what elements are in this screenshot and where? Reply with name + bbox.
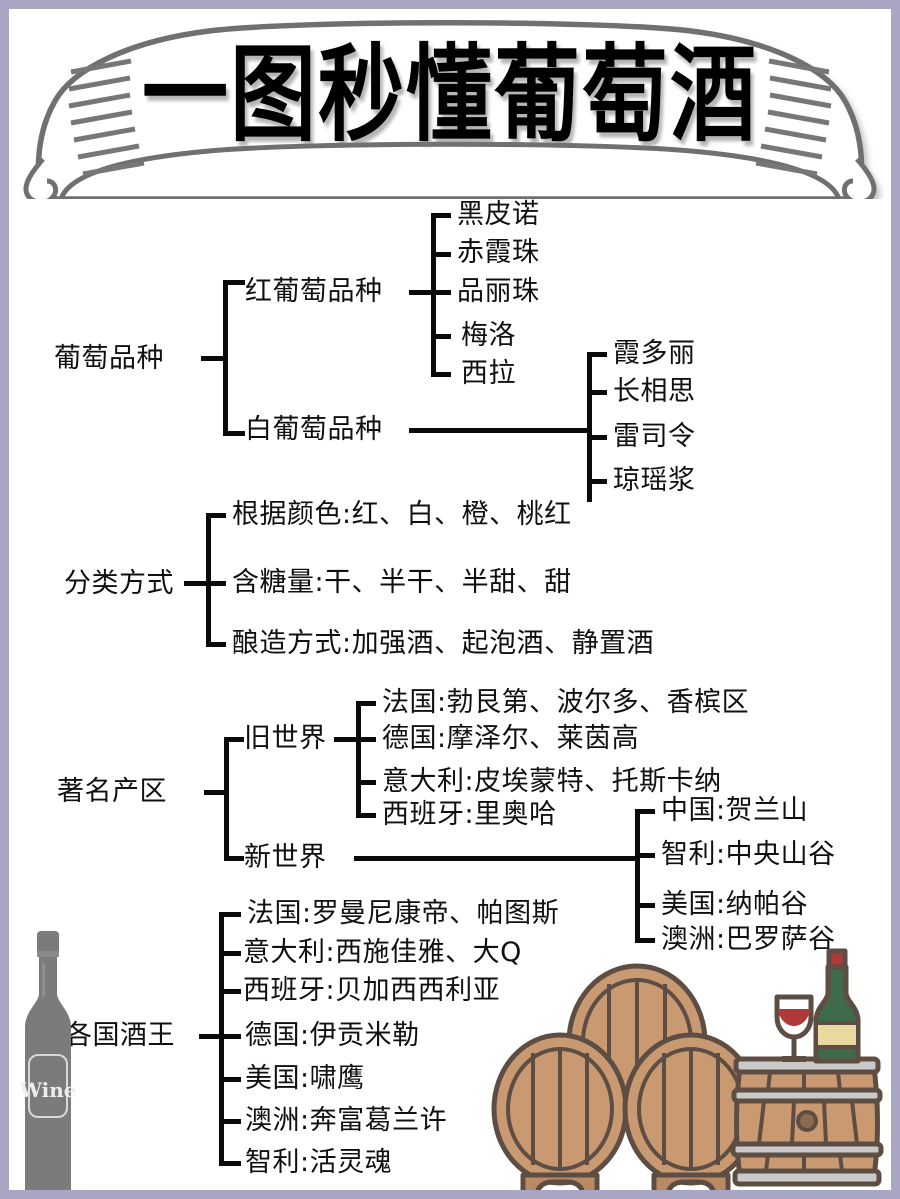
wine-glass-icon xyxy=(774,994,814,1062)
bracket-topwines-main xyxy=(219,912,224,1166)
bracket-white-main xyxy=(587,352,592,502)
bracket-topwines-i1 xyxy=(219,951,241,956)
bracket-topwines-i2 xyxy=(219,989,241,994)
leaf-new-3: 澳洲:巴罗萨谷 xyxy=(661,924,836,955)
bracket-old-i1 xyxy=(356,737,376,742)
node-white-grape-varieties: 白葡萄品种 xyxy=(245,414,383,445)
bracket-topwines-i4 xyxy=(219,1077,241,1082)
bracket-classification-i2 xyxy=(206,642,226,647)
bracket-topwines-i0 xyxy=(219,912,241,917)
bracket-new-i3 xyxy=(635,938,655,943)
bracket-regions-main xyxy=(224,737,229,861)
connector-root-grape xyxy=(201,356,227,361)
leaf-classification-2: 酿造方式:加强酒、起泡酒、静置酒 xyxy=(232,628,655,659)
wine-barrels-illustration xyxy=(491,948,884,1190)
bracket-new-main xyxy=(635,809,640,943)
bracket-regions-old xyxy=(224,737,244,742)
connector-red-grape xyxy=(409,290,435,295)
bracket-white-i1 xyxy=(587,390,607,395)
bracket-red-i4 xyxy=(431,372,451,377)
bracket-classification-main xyxy=(206,513,211,647)
banner-shape xyxy=(23,20,877,199)
barrel-standing xyxy=(730,1056,884,1187)
leaf-white-0: 霞多丽 xyxy=(613,338,696,369)
section-root-grape-varieties: 葡萄品种 xyxy=(54,343,164,374)
bracket-topwines-i5 xyxy=(219,1119,241,1124)
bracket-white-i0 xyxy=(587,352,607,357)
node-old-world: 旧世界 xyxy=(244,723,327,754)
leaf-topwine-4: 美国:啸鹰 xyxy=(245,1063,365,1094)
bracket-regions-new xyxy=(224,856,244,861)
bracket-red-i0 xyxy=(431,213,451,218)
node-new-world: 新世界 xyxy=(244,842,327,873)
bracket-old-i3 xyxy=(356,813,376,818)
barrel-front-left xyxy=(491,1032,629,1190)
wine-bottle-icon xyxy=(813,948,861,1064)
leaf-topwine-6: 智利:活灵魂 xyxy=(245,1147,393,1178)
leaf-topwine-1: 意大利:西施佳雅、大Q xyxy=(243,937,522,968)
leaf-red-0: 黑皮诺 xyxy=(457,199,540,230)
leaf-white-1: 长相思 xyxy=(613,376,696,407)
leaf-red-3: 梅洛 xyxy=(461,320,516,351)
bracket-grape-top xyxy=(223,280,245,285)
poster-canvas: 一图秒懂葡萄酒 葡萄品种 红葡萄品种 黑皮诺 赤霞珠 品丽珠 梅洛 西拉 白葡萄… xyxy=(9,9,891,1190)
leaf-new-1: 智利:中央山谷 xyxy=(661,839,836,870)
leaf-new-0: 中国:贺兰山 xyxy=(661,795,809,826)
leaf-topwine-2: 西班牙:贝加西西利亚 xyxy=(243,975,501,1006)
leaf-classification-0: 根据颜色:红、白、橙、桃红 xyxy=(232,499,572,530)
leaf-red-2: 品丽珠 xyxy=(457,276,540,307)
connector-root-top-wines xyxy=(199,1034,223,1039)
bracket-white-i3 xyxy=(587,479,607,484)
connector-new-world xyxy=(354,856,639,861)
bracket-new-i1 xyxy=(635,853,655,858)
leaf-white-2: 雷司令 xyxy=(613,421,696,452)
bracket-red-i2 xyxy=(431,290,451,295)
bracket-red-i3 xyxy=(431,334,451,339)
leaf-red-4: 西拉 xyxy=(461,358,516,389)
bracket-old-main xyxy=(356,701,361,818)
bracket-old-i2 xyxy=(356,780,376,785)
bracket-new-i2 xyxy=(635,903,655,908)
leaf-red-1: 赤霞珠 xyxy=(457,237,540,268)
page-title: 一图秒懂葡萄酒 xyxy=(142,33,758,157)
node-red-grape-varieties: 红葡萄品种 xyxy=(245,276,383,307)
section-root-famous-regions: 著名产区 xyxy=(57,776,167,807)
barrel-front-right xyxy=(622,1032,760,1190)
bracket-classification-i0 xyxy=(206,513,226,518)
bracket-red-i1 xyxy=(431,252,451,257)
bottle-label-text: Wine xyxy=(19,1078,77,1102)
leaf-old-0: 法国:勃艮第、波尔多、香槟区 xyxy=(382,687,750,718)
connector-root-regions xyxy=(204,790,228,795)
bracket-white-i2 xyxy=(587,435,607,440)
bracket-topwines-i6 xyxy=(219,1161,241,1166)
connector-white-grape xyxy=(409,428,591,433)
leaf-old-1: 德国:摩泽尔、莱茵高 xyxy=(382,723,640,754)
bracket-classification-i1 xyxy=(206,581,226,586)
connector-old-world xyxy=(334,737,360,742)
leaf-topwine-5: 澳洲:奔富葛兰许 xyxy=(245,1105,448,1136)
leaf-classification-1: 含糖量:干、半干、半甜、甜 xyxy=(232,567,572,598)
leaf-old-2: 意大利:皮埃蒙特、托斯卡纳 xyxy=(382,766,722,797)
section-root-classification: 分类方式 xyxy=(64,568,174,599)
section-root-top-wines: 各国酒王 xyxy=(65,1020,175,1051)
leaf-old-3: 西班牙:里奥哈 xyxy=(382,799,557,830)
bracket-topwines-i3 xyxy=(219,1034,241,1039)
wine-bottle-silhouette-icon: Wine xyxy=(19,931,77,1190)
leaf-topwine-3: 德国:伊贡米勒 xyxy=(245,1020,420,1051)
bracket-grape-bottom xyxy=(223,431,245,436)
leaf-white-3: 琼瑶浆 xyxy=(613,465,696,496)
bracket-grape-main xyxy=(223,280,228,436)
leaf-topwine-0: 法国:罗曼尼康帝、帕图斯 xyxy=(247,898,560,929)
bracket-old-i0 xyxy=(356,701,376,706)
bracket-red-main xyxy=(431,213,436,377)
bracket-new-i0 xyxy=(635,809,655,814)
leaf-new-2: 美国:纳帕谷 xyxy=(661,889,809,920)
banner: 一图秒懂葡萄酒 xyxy=(9,9,891,199)
connector-root-classification xyxy=(184,581,210,586)
